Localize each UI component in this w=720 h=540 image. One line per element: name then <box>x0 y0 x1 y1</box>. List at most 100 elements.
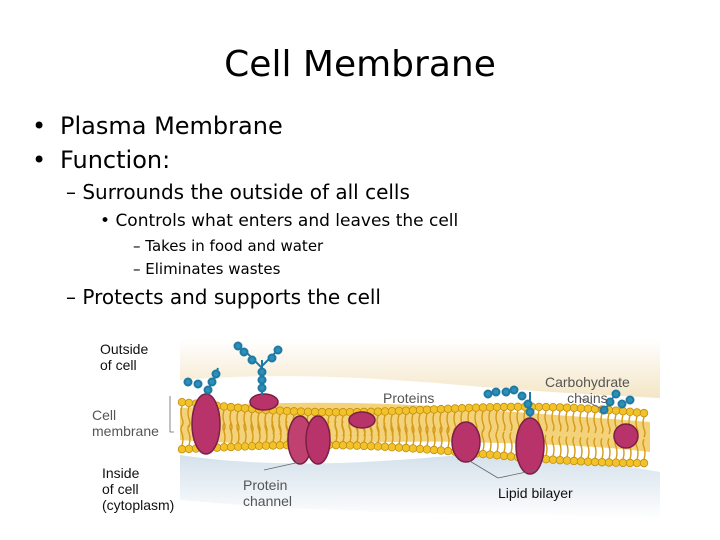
lipid-head <box>359 441 369 451</box>
lipid-tail <box>502 431 506 453</box>
lipid-head <box>289 407 299 416</box>
lipid-head <box>184 398 194 408</box>
lipid-tail <box>607 438 611 459</box>
lipid-tail <box>271 421 275 442</box>
lipid-head <box>275 406 285 415</box>
lipid-head <box>485 403 495 412</box>
lipid-tail <box>348 421 352 442</box>
lipid-head <box>569 456 579 466</box>
lipid-head <box>219 443 229 452</box>
label-line: Outside <box>100 341 149 357</box>
lipid-head <box>219 402 229 411</box>
bullet-marker: • <box>32 146 47 174</box>
label-outside-of-cell: Outside of cell <box>100 341 148 373</box>
cytoplasm-region <box>180 453 660 520</box>
lipid-tail <box>446 426 450 448</box>
lipid-head <box>254 441 264 451</box>
lipid-head <box>499 402 509 412</box>
lipid-tail <box>565 411 569 432</box>
protein <box>515 417 545 475</box>
protein <box>348 411 376 429</box>
lipid-head <box>597 458 607 467</box>
lipid-head <box>443 446 453 456</box>
lipid-tail <box>551 435 555 456</box>
lipid-head <box>261 441 271 450</box>
lipid-head <box>345 441 355 450</box>
lipid-head <box>177 398 187 407</box>
lipid-tail <box>600 413 604 434</box>
label-protein-channel: Protein channel <box>243 477 292 509</box>
lipid-head <box>576 457 586 466</box>
lipid-tail <box>495 430 499 452</box>
sub3-bullet-text: Takes in food and water <box>145 237 324 255</box>
label-line: chains <box>567 390 608 406</box>
lipid-head <box>303 407 313 417</box>
lipid-head <box>240 442 250 451</box>
lipid-tail <box>341 420 345 442</box>
label-inside-of-cell: Inside of cell (cytoplasm) <box>102 465 174 513</box>
dash-marker: – <box>133 260 141 278</box>
lipid-tail <box>579 437 583 458</box>
lipid-head <box>268 441 278 450</box>
label-carbohydrate-chains: Carbohydrate chains <box>545 374 630 406</box>
lipid-head <box>478 403 488 412</box>
dash-marker: – <box>133 237 141 255</box>
lipid-tail <box>411 424 415 445</box>
lipid-tail <box>390 422 394 444</box>
lipid-head <box>338 408 348 417</box>
label-line: channel <box>243 493 293 509</box>
label-line: Protein <box>243 477 288 493</box>
lipid-tail <box>509 410 513 432</box>
lipid-head <box>331 440 341 450</box>
lipid-head <box>478 449 488 459</box>
lipid-head <box>408 444 418 453</box>
lipid-tail <box>334 420 338 442</box>
lipid-head <box>513 402 523 412</box>
lipid-tail <box>243 422 247 443</box>
lipid-tail <box>607 413 611 435</box>
lipid-tail <box>264 421 268 442</box>
lipid-tail <box>593 437 597 459</box>
lipid-head <box>310 407 320 417</box>
lipid-head <box>366 441 376 451</box>
lipid-head <box>233 442 243 451</box>
lipid-head <box>639 408 649 418</box>
lipid-head <box>317 407 327 417</box>
lipid-tail <box>257 421 261 443</box>
lipid-tail <box>642 438 646 460</box>
lipid-head <box>506 452 516 461</box>
protein <box>249 393 279 411</box>
leader-lines <box>169 396 605 479</box>
bullet-marker: • <box>32 112 47 140</box>
lipid-head <box>373 407 383 416</box>
carbohydrate-chains <box>183 341 635 418</box>
protein <box>613 423 639 449</box>
lipid-head <box>443 404 453 413</box>
lipid-head <box>499 451 509 461</box>
protein <box>451 421 481 463</box>
lipid-head <box>583 457 593 466</box>
lipid-head <box>233 403 243 412</box>
lipid-tail <box>642 416 646 438</box>
lipid-tail <box>579 412 583 433</box>
lipid-tail <box>586 437 590 458</box>
lipid-tail <box>418 424 422 446</box>
lipid-tail <box>544 434 548 456</box>
lipid-tail <box>572 436 576 458</box>
label-line: Cell <box>92 407 117 423</box>
sub2-bullet-text: Controls what enters and leaves the cell <box>115 211 459 231</box>
lipid-tail <box>446 412 450 434</box>
lipid-head <box>415 444 425 454</box>
label-proteins: Proteins <box>383 390 435 406</box>
label-line: membrane <box>92 423 159 439</box>
lipid-head <box>275 441 285 450</box>
lipid-head <box>548 455 558 464</box>
lipid-tail <box>572 411 576 433</box>
lipid-head <box>562 456 572 465</box>
lipid-head <box>429 405 439 414</box>
lipid-head <box>408 406 418 415</box>
lipid-tail <box>404 423 408 445</box>
lipid-head <box>324 408 334 417</box>
lipid-head <box>226 402 236 412</box>
lipid-head <box>639 458 649 468</box>
